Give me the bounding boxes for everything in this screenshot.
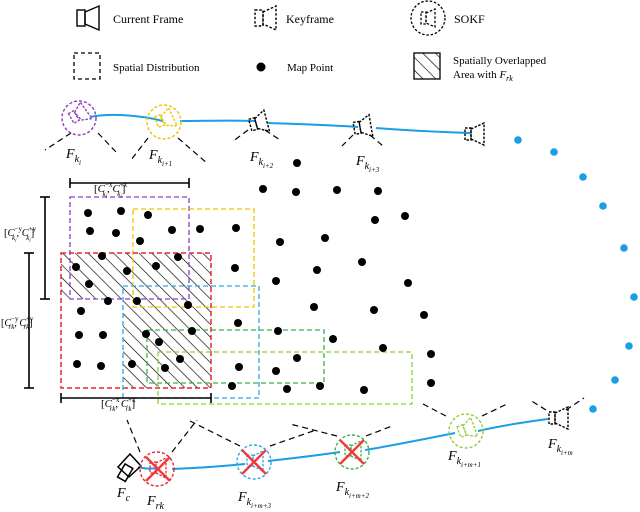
label-fkim1: Fki+m+1 (447, 449, 481, 469)
region-frk (60, 252, 212, 389)
sokf-fkim2 (334, 434, 370, 470)
keyframe-fkim (548, 405, 569, 431)
fkim2-cross-icon (339, 439, 365, 465)
region-fki (69, 196, 190, 300)
label-fkim3: Fki+m+3 (237, 490, 271, 510)
sokf-fkim3 (236, 444, 272, 480)
upper-trajectory (89, 113, 471, 134)
keyframe-far (464, 121, 485, 147)
spatial-distribution-icon (73, 52, 101, 80)
keyframe-fki3 (352, 113, 374, 138)
overlap-area-ki1 (123, 299, 211, 388)
label-fkim2: Fki+m+2 (335, 480, 369, 500)
sokf-fki (61, 100, 97, 136)
sokf-fkim1 (448, 413, 484, 449)
label-fki1: Fki+1 (148, 148, 172, 168)
legend-spatial-distribution: Spatial Distribution (113, 62, 200, 74)
frk-cross-icon (145, 456, 171, 482)
keyframe-fki2 (247, 108, 271, 133)
legend-current-frame: Current Frame (113, 12, 183, 26)
map-points (72, 159, 435, 394)
label-fki3: Fki+3 (355, 154, 380, 174)
label-fki2: Fki+2 (249, 150, 274, 170)
region-fki1 (132, 208, 255, 308)
label-frk: Frk (146, 494, 164, 512)
label-fkim: Fki+m (547, 437, 573, 457)
dimension-lines (24, 178, 212, 403)
fov-lines-lower (126, 397, 585, 453)
region-fkim1 (157, 351, 413, 405)
legend: Current Frame Keyframe SOKF Spatial Dist… (73, 0, 547, 83)
sokf-fki1 (146, 104, 182, 140)
fkim3-cross-icon (241, 449, 267, 475)
overlap-area-ki (61, 253, 211, 299)
legend-overlap-line2: Area with Frk (453, 69, 513, 83)
lower-trajectory (137, 418, 549, 470)
map-point-icon (256, 62, 266, 72)
overlap-area-icon (413, 52, 441, 80)
fov-lines-upper (44, 129, 384, 165)
region-fkim2 (146, 329, 325, 384)
sokf-frk (139, 451, 175, 487)
label-fc: Fc (116, 486, 131, 504)
legend-overlap-line1: Spatially Overlapped (453, 55, 547, 67)
current-frame-fc (116, 452, 143, 483)
current-frame-icon (76, 4, 100, 32)
sokf-icon (410, 0, 446, 36)
legend-sokf: SOKF (454, 12, 485, 26)
legend-keyframe: Keyframe (286, 12, 334, 26)
trajectory-dots (514, 136, 638, 413)
label-fki: Fki (65, 147, 81, 167)
keyframe-icon (254, 4, 277, 32)
legend-map-point: Map Point (287, 62, 333, 74)
